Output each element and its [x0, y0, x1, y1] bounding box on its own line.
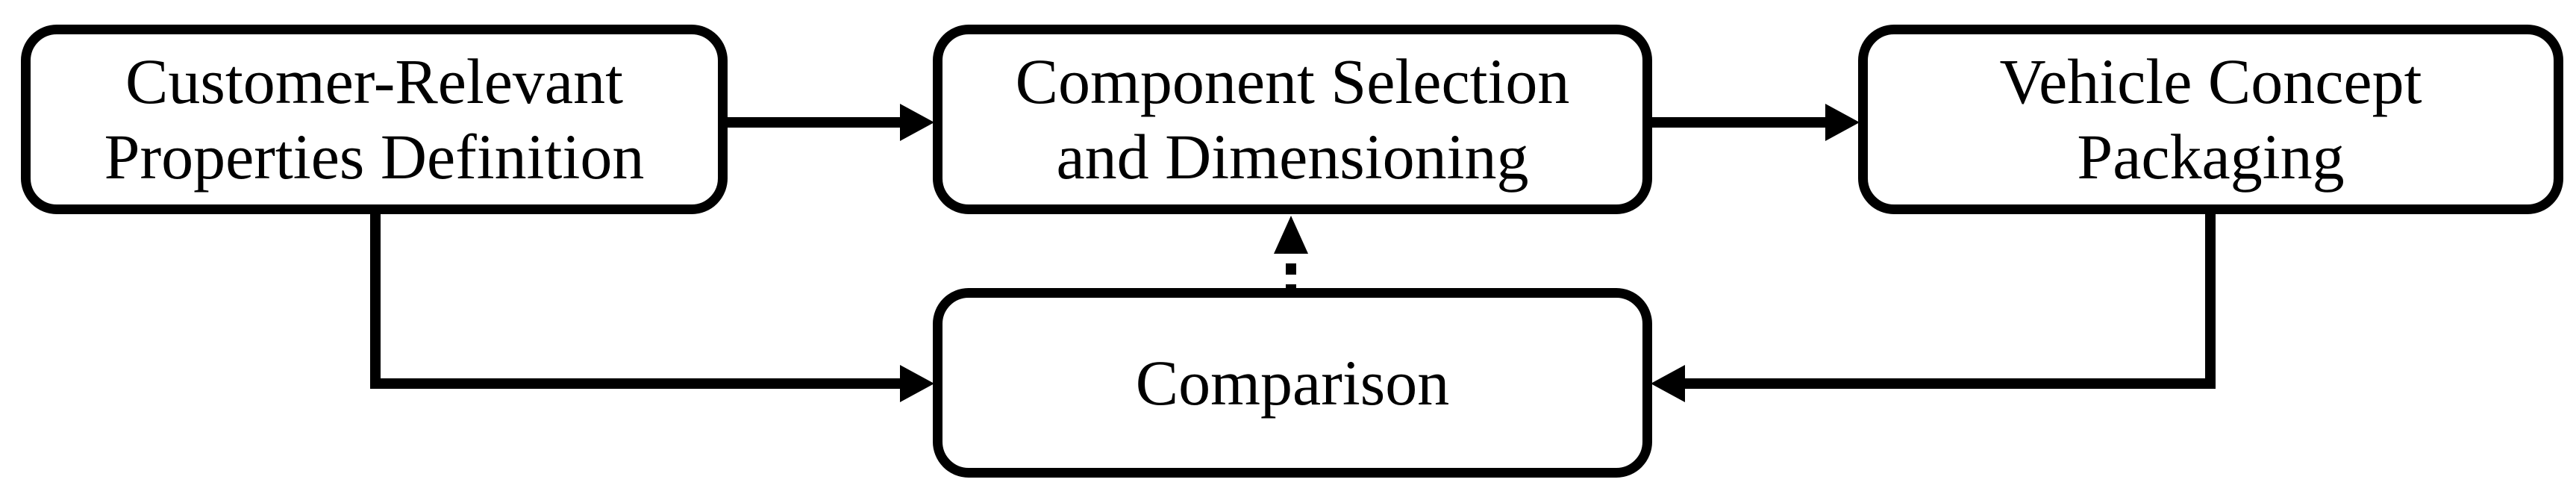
- node-customer-relevant-properties-definition: Customer-Relevant Properties Definition: [21, 25, 728, 214]
- node-label-line: Component Selection: [1015, 46, 1570, 117]
- node-label-line: and Dimensioning: [1056, 121, 1529, 193]
- edge-crp-to-csd: [722, 104, 934, 141]
- node-label-line: Vehicle Concept: [1999, 46, 2422, 117]
- arrowhead-right: [1825, 104, 1860, 141]
- arrowhead-up: [1274, 216, 1308, 254]
- node-label-line: Properties Definition: [104, 121, 645, 193]
- arrowhead-right: [900, 365, 934, 402]
- node-component-selection-and-dimensioning: Component Selection and Dimensioning: [933, 25, 1652, 214]
- arrowhead-left: [1651, 365, 1685, 402]
- node-vehicle-concept-packaging: Vehicle Concept Packaging: [1858, 25, 2563, 214]
- edge-csd-to-vcp: [1647, 104, 1860, 141]
- edge-vcp-to-cmp: [1651, 209, 2216, 402]
- node-label-line: Packaging: [2077, 121, 2345, 193]
- arrowhead-right: [900, 104, 934, 141]
- node-label-line: Customer-Relevant: [125, 46, 623, 117]
- edge-cmp-to-csd: [1274, 216, 1308, 296]
- edge-crp-to-cmp: [370, 209, 934, 402]
- node-label-line: Comparison: [1135, 346, 1450, 419]
- node-comparison: Comparison: [933, 288, 1652, 478]
